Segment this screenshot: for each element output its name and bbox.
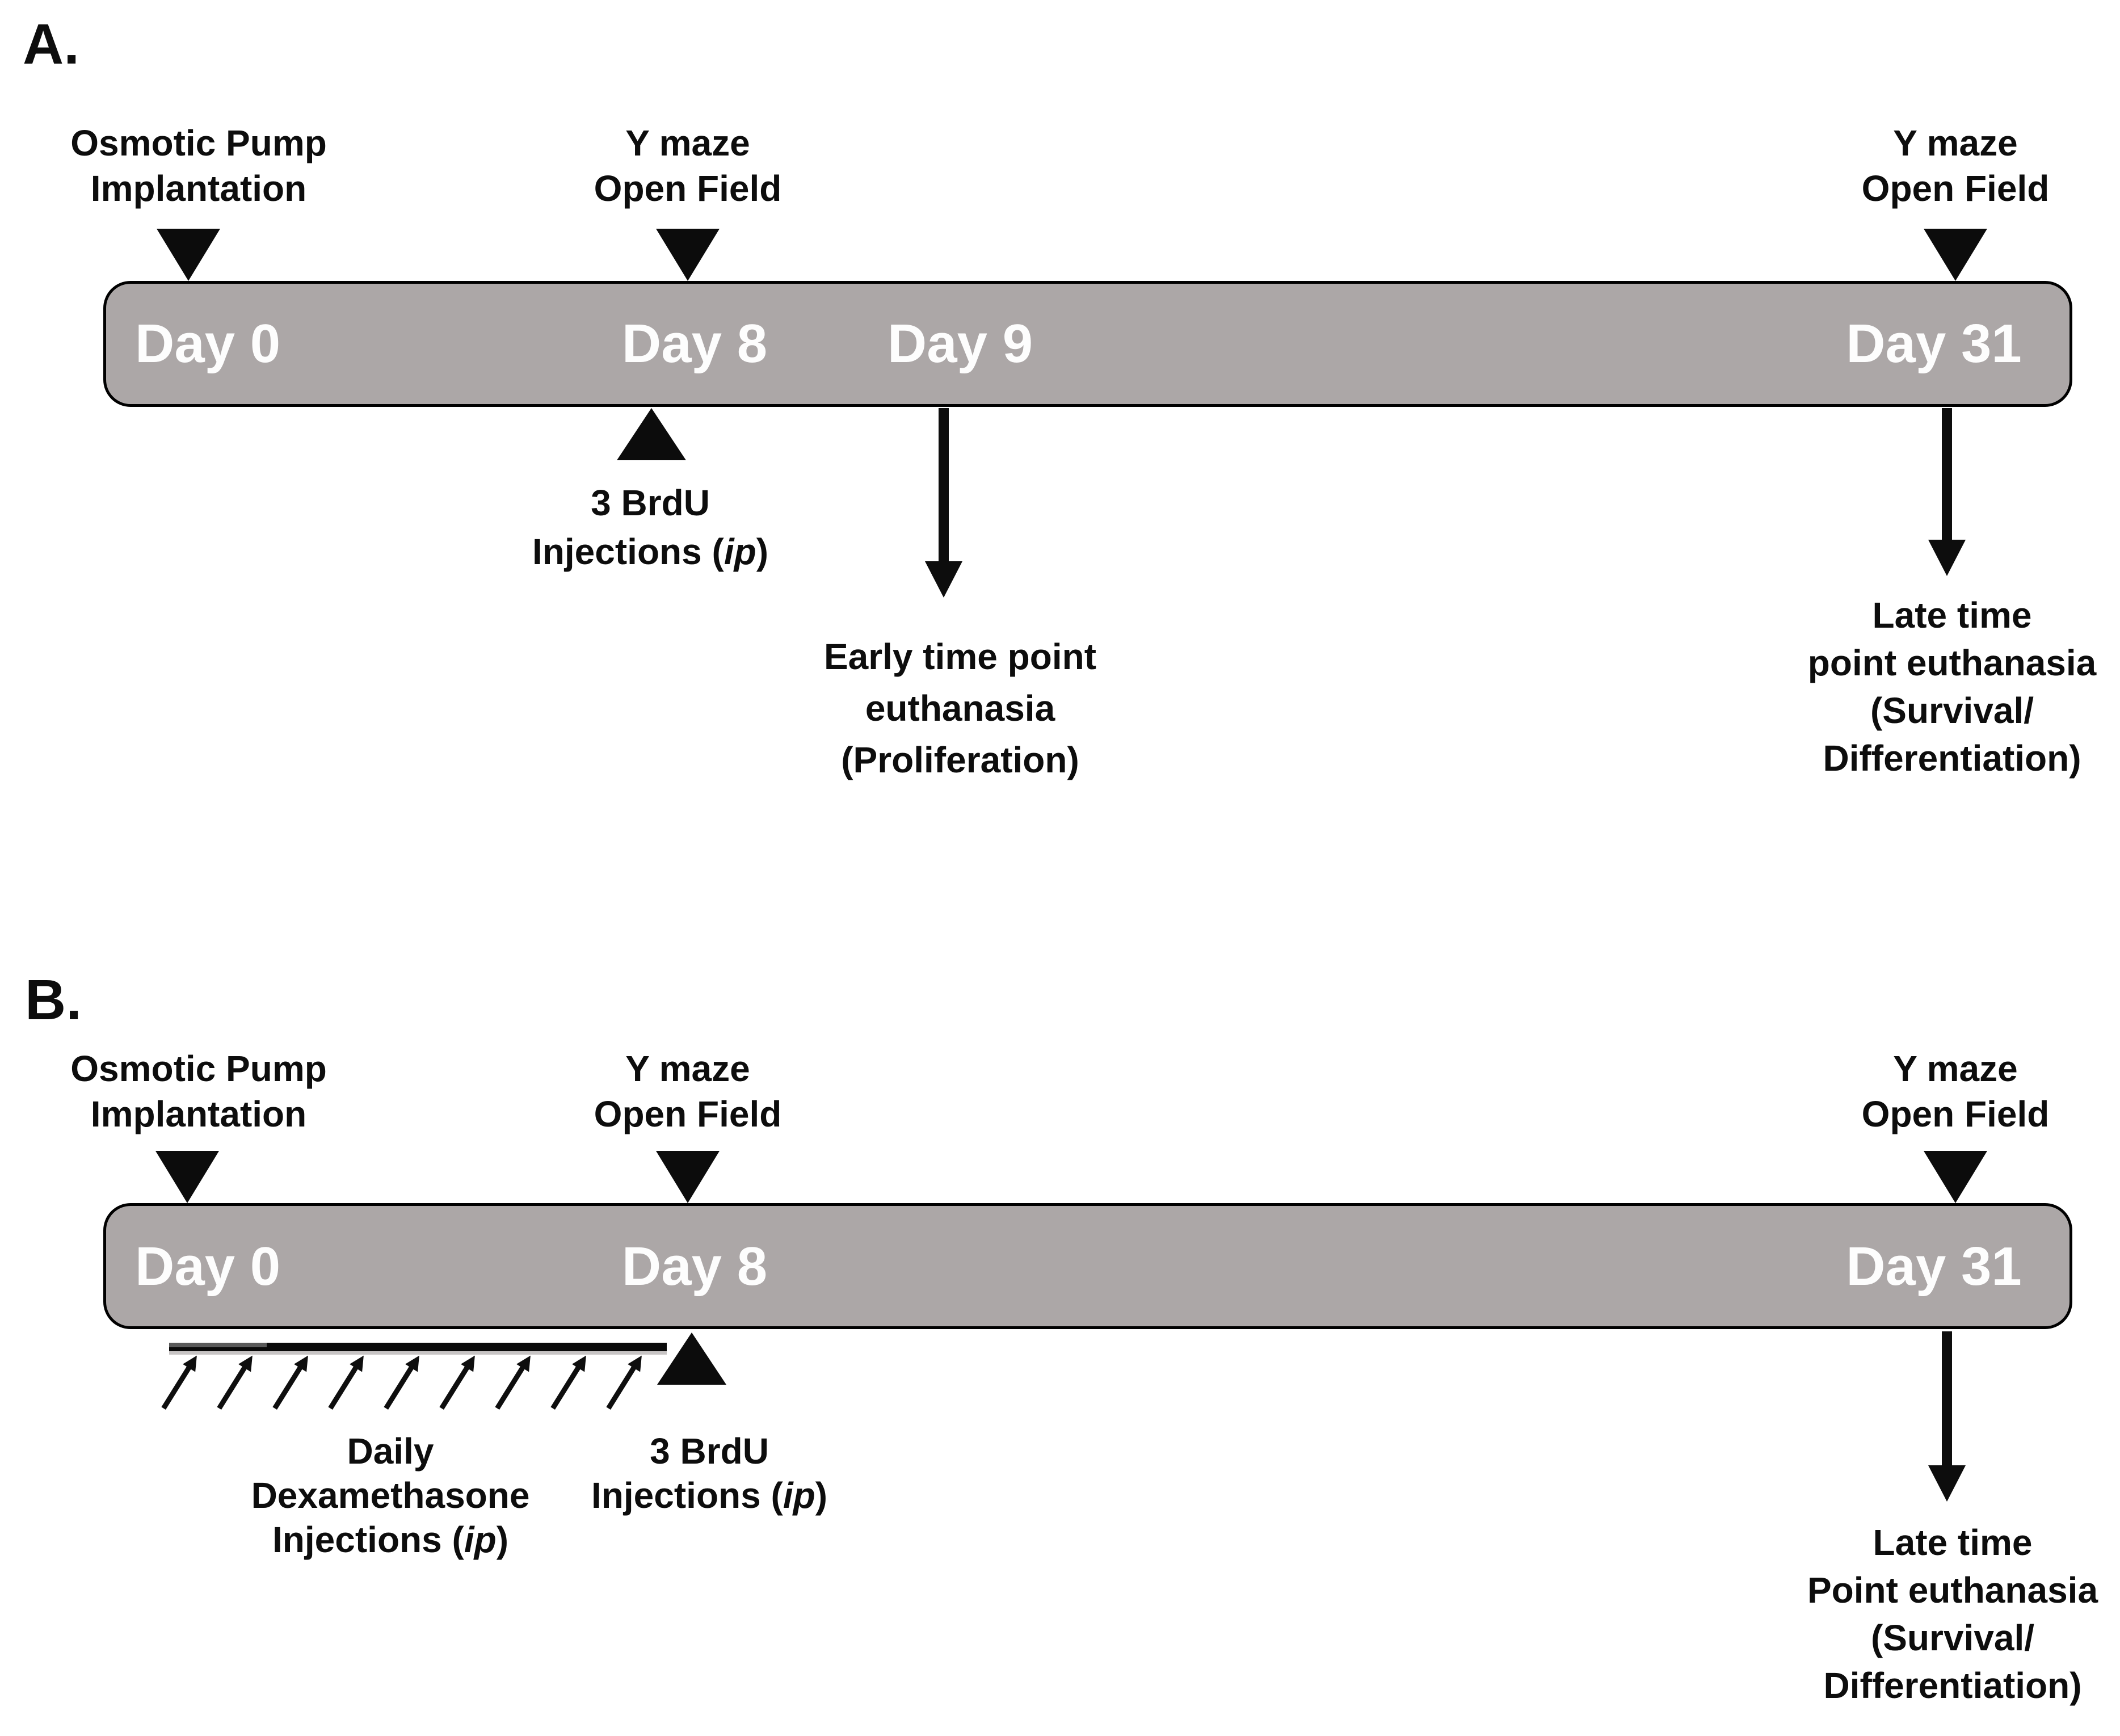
late-euthanasia-label-b: Late time Point euthanasia (Survival/ Di… [1807, 1522, 2098, 1706]
day8-label-a: Day 8 [621, 313, 768, 374]
day31-label-a: Day 31 [1846, 313, 2022, 374]
osmotic-pump-line1: Osmotic Pump [70, 123, 327, 163]
daily-injection-arrow-icon [384, 1365, 414, 1410]
daily-injection-arrow-icon [217, 1365, 247, 1410]
late-euthanasia-arrow-icon-a [1928, 540, 1966, 576]
late-euthanasia-arrow-shaft-b [1942, 1331, 1952, 1465]
timeline-bar-b [103, 1203, 2072, 1329]
marker-triangle-day8-icon-b [656, 1151, 720, 1203]
early-euthanasia-label: Early time point euthanasia (Proliferati… [823, 636, 1097, 780]
marker-triangle-day0-icon [157, 229, 220, 281]
late-euthanasia-label-a: Late time point euthanasia (Survival/ Di… [1807, 595, 2097, 779]
marker-triangle-day0-icon-b [155, 1151, 219, 1203]
day9-label-a: Day 9 [887, 313, 1033, 374]
early-euthanasia-arrow-icon [925, 561, 962, 598]
late-euthanasia-arrow-icon-b [1928, 1465, 1966, 1502]
brdu-label-a: 3 BrdU Injections (ip) [532, 478, 768, 576]
daily-injection-arrow-icon [272, 1365, 303, 1410]
marker-triangle-day31-icon [1924, 229, 1987, 281]
dexamethasone-label: Daily Dexamethasone Injections (ip) [251, 1431, 530, 1560]
daily-injection-arrow-icon [161, 1365, 192, 1410]
panel-b-label: B. [25, 968, 82, 1032]
daily-injection-arrow-icon [439, 1365, 470, 1410]
day8-label-b: Day 8 [621, 1236, 768, 1297]
daily-injection-arrow-icon [328, 1365, 359, 1410]
ymaze-line1: Y maze [1893, 123, 2018, 163]
brdu-line2: Injections (ip) [532, 531, 768, 572]
daily-injection-arrow-icon [495, 1365, 525, 1410]
panel-a-label: A. [23, 12, 79, 76]
brdu-triangle-icon-a [617, 408, 686, 460]
ymaze-day31-label-b: Y maze Open Field [1861, 1048, 2050, 1134]
marker-triangle-day31-icon-b [1924, 1151, 1987, 1203]
day0-label-b: Day 0 [135, 1236, 281, 1297]
ymaze-line2: Open Field [594, 168, 782, 209]
ymaze-line1: Y maze [625, 123, 750, 163]
dexamethasone-period-line [169, 1343, 667, 1355]
dex-arrows [161, 1360, 676, 1410]
day0-label-a: Day 0 [135, 313, 281, 374]
osmotic-pump-label-b: Osmotic Pump Implantation [70, 1048, 327, 1134]
ymaze-day8-label-a: Y maze Open Field [594, 120, 782, 211]
daily-injection-arrow-icon [550, 1365, 581, 1410]
day31-label-b: Day 31 [1846, 1236, 2022, 1297]
brdu-label-b: 3 BrdU Injections (ip) [591, 1431, 827, 1516]
marker-triangle-day8-icon [656, 229, 720, 281]
timeline-bar-a [103, 281, 2072, 407]
late-euthanasia-arrow-shaft-a [1942, 408, 1952, 540]
brdu-line1: 3 BrdU [591, 482, 710, 523]
brdu-triangle-icon-b [657, 1333, 726, 1385]
ymaze-day31-label-a: Y maze Open Field [1862, 120, 2050, 211]
osmotic-pump-line2: Implantation [90, 168, 307, 209]
daily-injection-arrow-icon [606, 1365, 637, 1410]
osmotic-pump-label-a: Osmotic Pump Implantation [70, 120, 327, 211]
early-euthanasia-arrow-shaft [939, 408, 949, 561]
ymaze-day8-label-b: Y maze Open Field [594, 1048, 782, 1134]
ymaze-line2: Open Field [1861, 168, 2050, 209]
